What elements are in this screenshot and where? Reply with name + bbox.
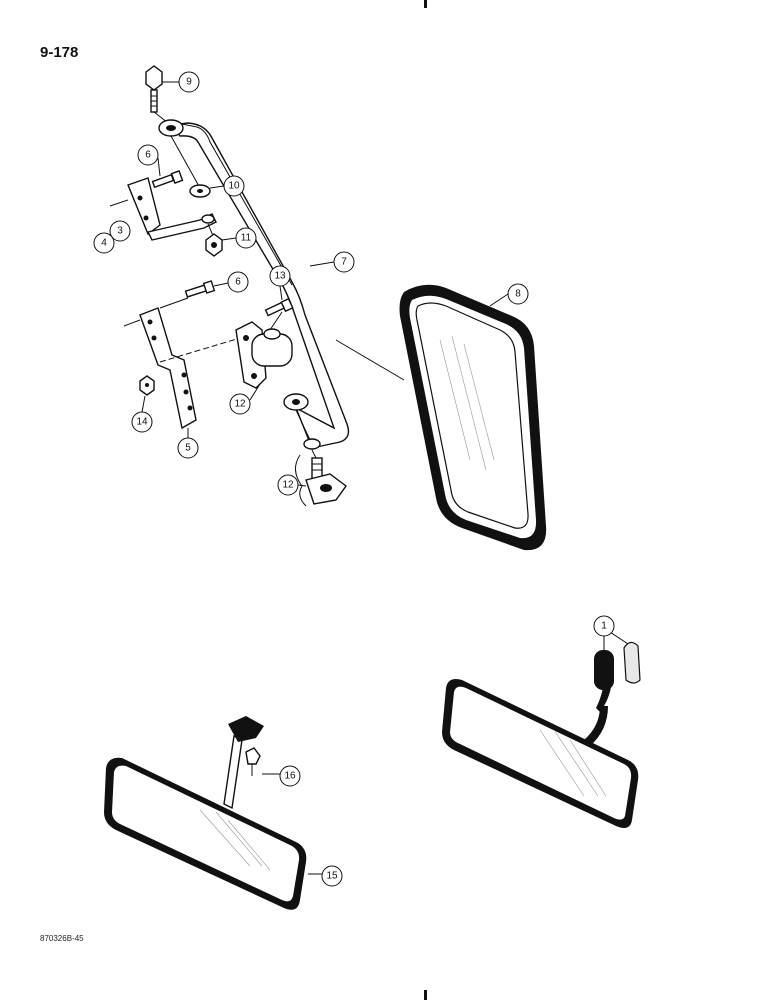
bolt-6-upper [151,170,184,189]
svg-text:15: 15 [326,871,338,882]
arm-lower-eye [283,393,321,463]
callout-10: 10 [223,175,245,197]
leader-6b [213,282,229,287]
svg-text:16: 16 [284,771,296,782]
arm-upper-eye [158,119,184,137]
svg-text:9: 9 [186,77,192,88]
bracket-3 [109,177,217,241]
callout-13: 13 [269,265,291,287]
page-number: 9-178 [40,44,79,61]
callout-15: 15 [321,865,343,887]
leader-14 [141,395,146,413]
svg-text:6: 6 [145,150,151,161]
washer-10 [170,135,211,198]
svg-text:14: 14 [136,417,148,428]
inside-mirror-left [104,716,307,910]
svg-text:13: 13 [274,271,286,282]
nut-11 [205,223,223,257]
leader-10 [209,185,225,189]
bracket-5 [123,297,241,430]
leader-7 [309,261,335,267]
outside-mirror-head [335,284,547,551]
callout-9: 9 [178,71,200,93]
svg-text:6: 6 [235,277,241,288]
reference-code: 870326B-45 [40,934,84,943]
top-crop-mark [424,0,427,8]
bolt-6-lower [184,280,216,298]
swivel-clamp-12 [235,311,293,389]
svg-text:5: 5 [185,443,191,454]
callout-6-lower: 6 [227,271,249,293]
callout-1: 1 [593,615,615,637]
callout-7: 7 [333,251,355,273]
svg-text:7: 7 [341,257,347,268]
svg-text:4: 4 [101,238,107,249]
svg-text:1: 1 [601,621,607,632]
svg-text:11: 11 [241,233,252,244]
leader-8 [489,293,509,307]
callout-5: 5 [177,437,199,459]
leader-12a [249,383,261,401]
bolt-9 [145,65,173,127]
svg-text:3: 3 [117,226,123,237]
leader-11 [221,237,237,241]
callout-16: 16 [279,765,301,787]
clamp-bolt-12 [295,454,347,507]
leader-6a [157,157,161,177]
callout-6-upper: 6 [137,144,159,166]
leader-12b [297,484,307,487]
callout-4: 4 [93,232,115,254]
bottom-crop-mark [424,990,427,1000]
callout-12-upper: 12 [229,393,251,415]
nut-14 [139,375,155,396]
svg-text:12: 12 [282,480,294,491]
svg-text:10: 10 [228,181,240,192]
leader-13 [279,285,283,301]
callout-11: 11 [235,227,257,249]
svg-text:12: 12 [234,399,246,410]
leader-1b [609,631,629,645]
callout-8: 8 [507,283,529,305]
callout-12-lower: 12 [277,474,299,496]
inside-mirror-right [442,641,641,828]
svg-text:8: 8 [515,289,521,300]
callout-14: 14 [131,411,153,433]
mirror-arm [170,122,350,449]
bolt-13 [264,297,294,317]
callout-3: 3 [109,220,131,242]
